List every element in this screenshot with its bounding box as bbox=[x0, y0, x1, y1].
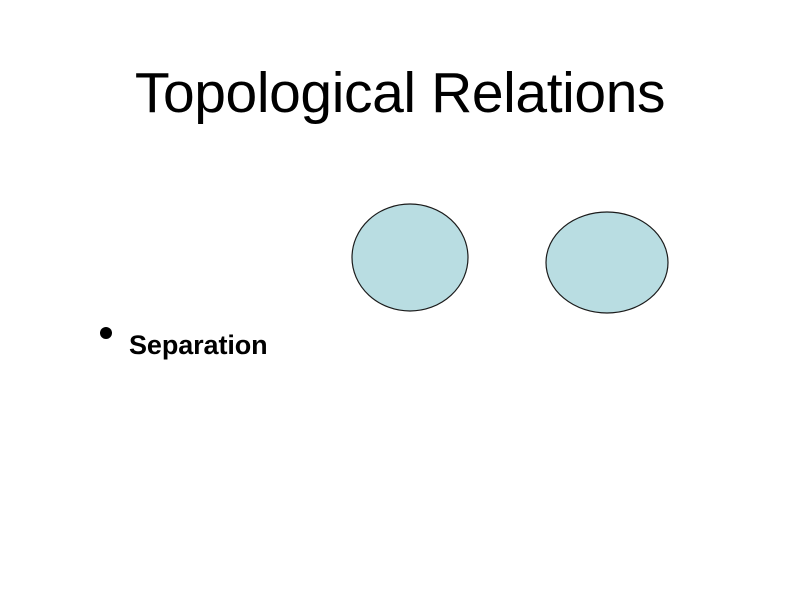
page-title: Topological Relations bbox=[134, 61, 666, 125]
bullet-item-label: Separation bbox=[129, 330, 268, 360]
bullet-dot-icon bbox=[100, 327, 112, 339]
list-item: Separation bbox=[100, 322, 420, 360]
bullet-list: Separation bbox=[100, 322, 420, 360]
region-a-ellipse bbox=[351, 203, 469, 312]
region-b-ellipse bbox=[545, 211, 669, 314]
